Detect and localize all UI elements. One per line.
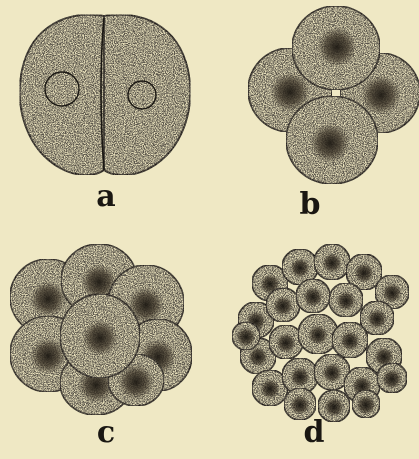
nucleus-d20: [382, 369, 402, 389]
blastomere-right: [104, 15, 190, 175]
nucleus-d8: [303, 287, 323, 307]
label-b: b: [290, 190, 330, 220]
nucleus-d2: [290, 258, 310, 278]
nucleus-d22: [324, 397, 344, 417]
nucleus-c8: [82, 320, 118, 356]
nucleus-b4: [310, 123, 350, 163]
nucleus-b2: [361, 75, 401, 115]
blastomere-left: [20, 15, 104, 175]
stage-a-two-cell: [20, 15, 190, 175]
nucleus-d24: [236, 327, 256, 347]
label-c: c: [86, 418, 126, 448]
label-a: a: [86, 182, 126, 212]
nucleus-b3: [317, 27, 357, 67]
nucleus-d9: [336, 291, 356, 311]
nucleus-d10: [367, 309, 387, 329]
stage-d-morula: [232, 244, 409, 422]
nucleus-d14: [340, 331, 360, 351]
label-d: d: [294, 418, 334, 448]
nucleus-d5: [382, 283, 402, 303]
nucleus-d12: [276, 333, 296, 353]
nucleus-c1: [30, 281, 66, 317]
nucleus-d13: [308, 325, 328, 345]
nucleus-d3: [322, 253, 342, 273]
stage-c-eight-cell: [10, 244, 192, 415]
nucleus-d11: [248, 347, 268, 367]
nucleus-d16: [260, 379, 280, 399]
stage-b-four-cell: [248, 6, 419, 184]
nucleus-d23: [356, 395, 376, 415]
nucleus-d21: [290, 395, 310, 415]
nucleus-d17: [290, 367, 310, 387]
nucleus-d4: [354, 263, 374, 283]
nucleus-d18: [322, 363, 342, 383]
nucleus-d7: [273, 296, 293, 316]
